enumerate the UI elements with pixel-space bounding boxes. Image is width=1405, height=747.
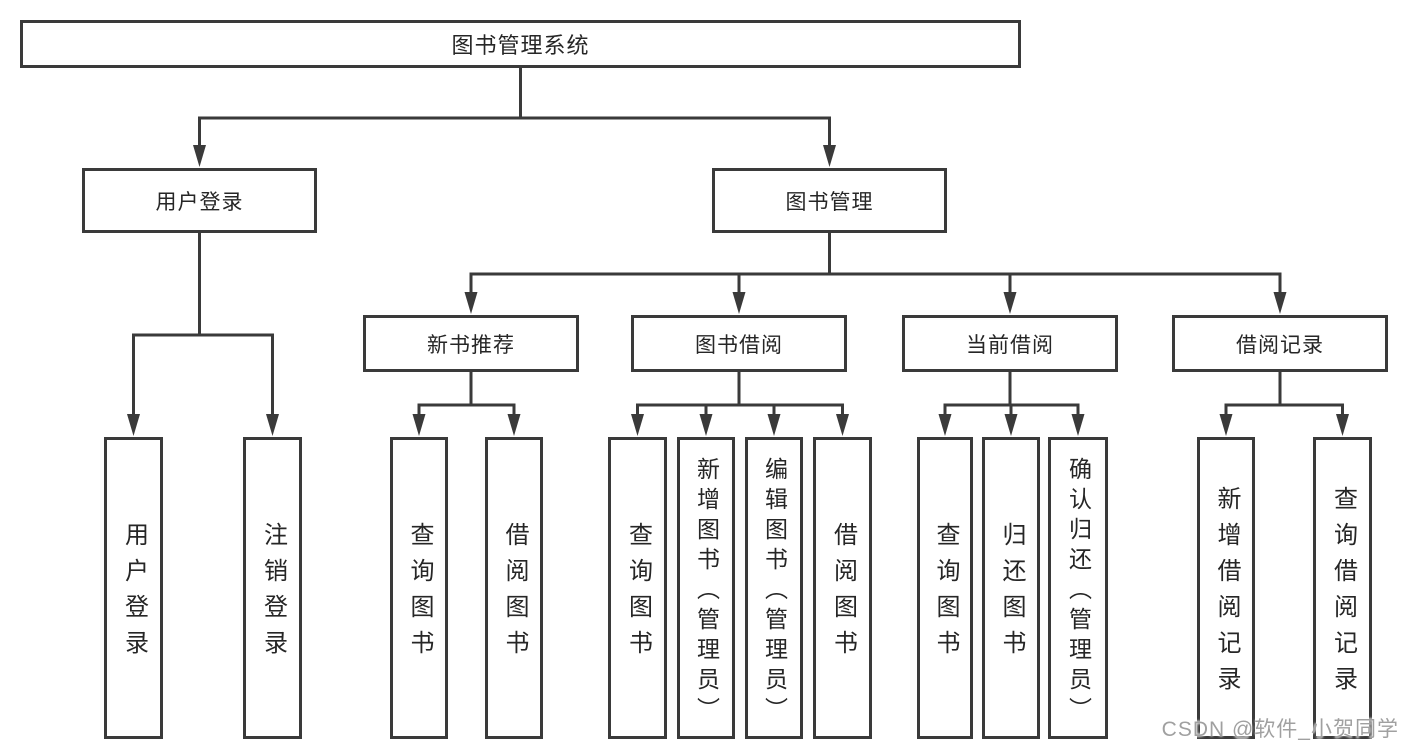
node-new-book-rec: 新书推荐 (363, 315, 579, 372)
node-book-borrow: 图书借阅 (631, 315, 847, 372)
node-root: 图书管理系统 (20, 20, 1021, 68)
node-cb-confirm: 确认归还（管理员） (1048, 437, 1108, 739)
node-bb-add: 新增图书（管理员） (677, 437, 735, 739)
node-borrow-records: 借阅记录 (1172, 315, 1388, 372)
watermark-text: CSDN @软件_小贺同学 (1161, 718, 1399, 741)
node-bb-query: 查询图书 (608, 437, 667, 739)
node-logout: 注销登录 (243, 437, 302, 739)
node-rec-borrow: 借阅图书 (485, 437, 543, 739)
node-current-borrow: 当前借阅 (902, 315, 1118, 372)
node-br-query: 查询借阅记录 (1313, 437, 1372, 739)
node-login: 用户登录 (104, 437, 163, 739)
node-bb-edit: 编辑图书（管理员） (745, 437, 803, 739)
node-rec-query: 查询图书 (390, 437, 448, 739)
node-br-add: 新增借阅记录 (1197, 437, 1255, 739)
node-cb-query: 查询图书 (917, 437, 973, 739)
node-cb-return: 归还图书 (982, 437, 1040, 739)
node-book-mgmt: 图书管理 (712, 168, 947, 233)
node-user-login: 用户登录 (82, 168, 317, 233)
node-bb-borrow: 借阅图书 (813, 437, 872, 739)
